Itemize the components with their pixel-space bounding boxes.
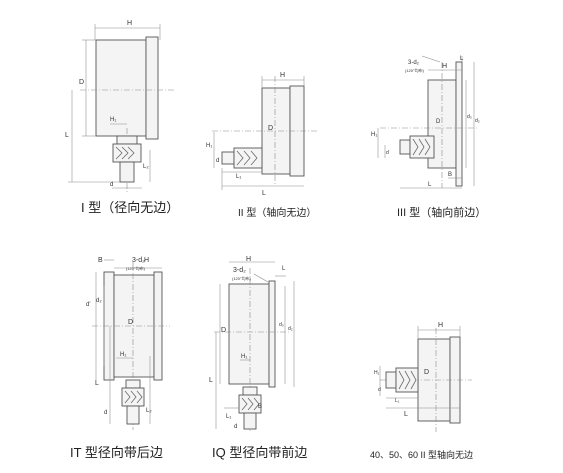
type-3-label-holes: 3-d₂ xyxy=(408,60,420,66)
type-iq-drawing: H 3-d₂ (120°均布) L D d₃ d₂ H₁ L L₁ B d IQ… xyxy=(209,256,307,460)
type-3-label-H: H xyxy=(442,63,447,70)
type-3-label-D: D xyxy=(436,119,441,125)
type-it-label-d1: d' xyxy=(86,302,90,308)
type-iq-label-d2: d₂ xyxy=(288,326,293,332)
type-3-label-H1: H₁ xyxy=(371,132,377,138)
type-3-caption: III 型（轴向前边） xyxy=(397,205,486,219)
type-iq-label-B: B xyxy=(258,404,262,410)
type-it-label-holes: 3-d₂ xyxy=(132,257,145,264)
type-3-label-d3: d₃ xyxy=(467,114,472,120)
type-1-caption: I 型（径向无边） xyxy=(81,200,179,215)
type-small-label-L1: L₁ xyxy=(395,398,400,404)
type-2-label-H: H xyxy=(280,72,285,79)
type-iq-label-L: L xyxy=(282,266,286,272)
type-1-label-H: H xyxy=(127,20,132,27)
type-iq-label-angle: (120°均布) xyxy=(232,275,252,281)
type-1-label-H1: H₁ xyxy=(110,117,116,123)
type-3-label-angle: (120°均布) xyxy=(405,67,425,73)
type-iq-label-d: d xyxy=(234,424,237,430)
type-small-label-H: H xyxy=(438,322,443,329)
type-2-label-D: D xyxy=(268,125,273,132)
type-2-label-L: L xyxy=(262,190,266,197)
type-small-label-D: D xyxy=(424,369,429,376)
type-3-drawing: 3-d₂ (120°均布) H L D d₃ d₂ H₁ d B L III 型… xyxy=(371,55,486,219)
type-it-label-H1: H₁ xyxy=(120,352,126,358)
type-it-drawing: B 3-d₂ (120°均布) H d' d₂ D H₁ L d L₂ IT 型… xyxy=(70,257,170,460)
type-small-label-L: L xyxy=(404,411,408,418)
type-1-label-D: D xyxy=(79,79,84,86)
type-3-label-B: B xyxy=(448,172,452,178)
type-3-label-d: d xyxy=(386,150,389,156)
type-small-drawing: H D H₁ d L₁ L 40、50、60 II 型轴向无边 xyxy=(370,322,473,460)
type-2-drawing: H D H₁ d L₁ L II 型（轴向无边） xyxy=(206,72,318,219)
type-small-caption: 40、50、60 II 型轴向无边 xyxy=(370,449,473,460)
type-1-drawing: H D L H₁ L₂ d I 型（径向无边） xyxy=(65,20,179,215)
type-3-label-d2: d₂ xyxy=(475,118,480,124)
type-it-label-angle: (120°均布) xyxy=(126,265,146,271)
type-it-caption: IT 型径向带后边 xyxy=(70,445,163,460)
type-it-label-L: L xyxy=(95,380,99,387)
type-small-label-H1: H₁ xyxy=(374,370,380,376)
type-it-label-H: H xyxy=(144,257,149,264)
type-it-label-D: D xyxy=(128,319,133,326)
type-2-caption: II 型（轴向无边） xyxy=(238,206,316,219)
type-1-label-L: L xyxy=(65,132,69,139)
type-iq-label-H1: H₁ xyxy=(241,354,247,360)
type-iq-label-H: H xyxy=(246,256,251,263)
type-2-label-d: d xyxy=(216,158,219,164)
type-it-label-B: B xyxy=(98,257,103,264)
type-1-label-L2: L₂ xyxy=(143,164,149,170)
type-iq-label-D: D xyxy=(221,327,226,334)
type-it-label-d2: d₂ xyxy=(96,298,102,304)
type-iq-label-L1: L₁ xyxy=(226,414,231,420)
type-2-label-L1: L₁ xyxy=(236,174,241,180)
type-iq-label-holes: 3-d₂ xyxy=(233,267,246,274)
type-iq-label-d3: d₃ xyxy=(279,322,284,328)
type-3-label-L: L xyxy=(460,56,464,62)
type-3-label-L-bottom: L xyxy=(428,182,432,188)
type-it-label-d: d xyxy=(104,410,107,416)
type-iq-caption: IQ 型径向带前边 xyxy=(212,445,307,460)
type-it-label-L2: L₂ xyxy=(146,408,152,414)
type-iq-label-L-left: L xyxy=(209,377,213,384)
type-small-label-d: d xyxy=(378,387,381,393)
type-2-label-H1: H₁ xyxy=(206,143,212,149)
type-1-label-d: d xyxy=(110,182,113,188)
